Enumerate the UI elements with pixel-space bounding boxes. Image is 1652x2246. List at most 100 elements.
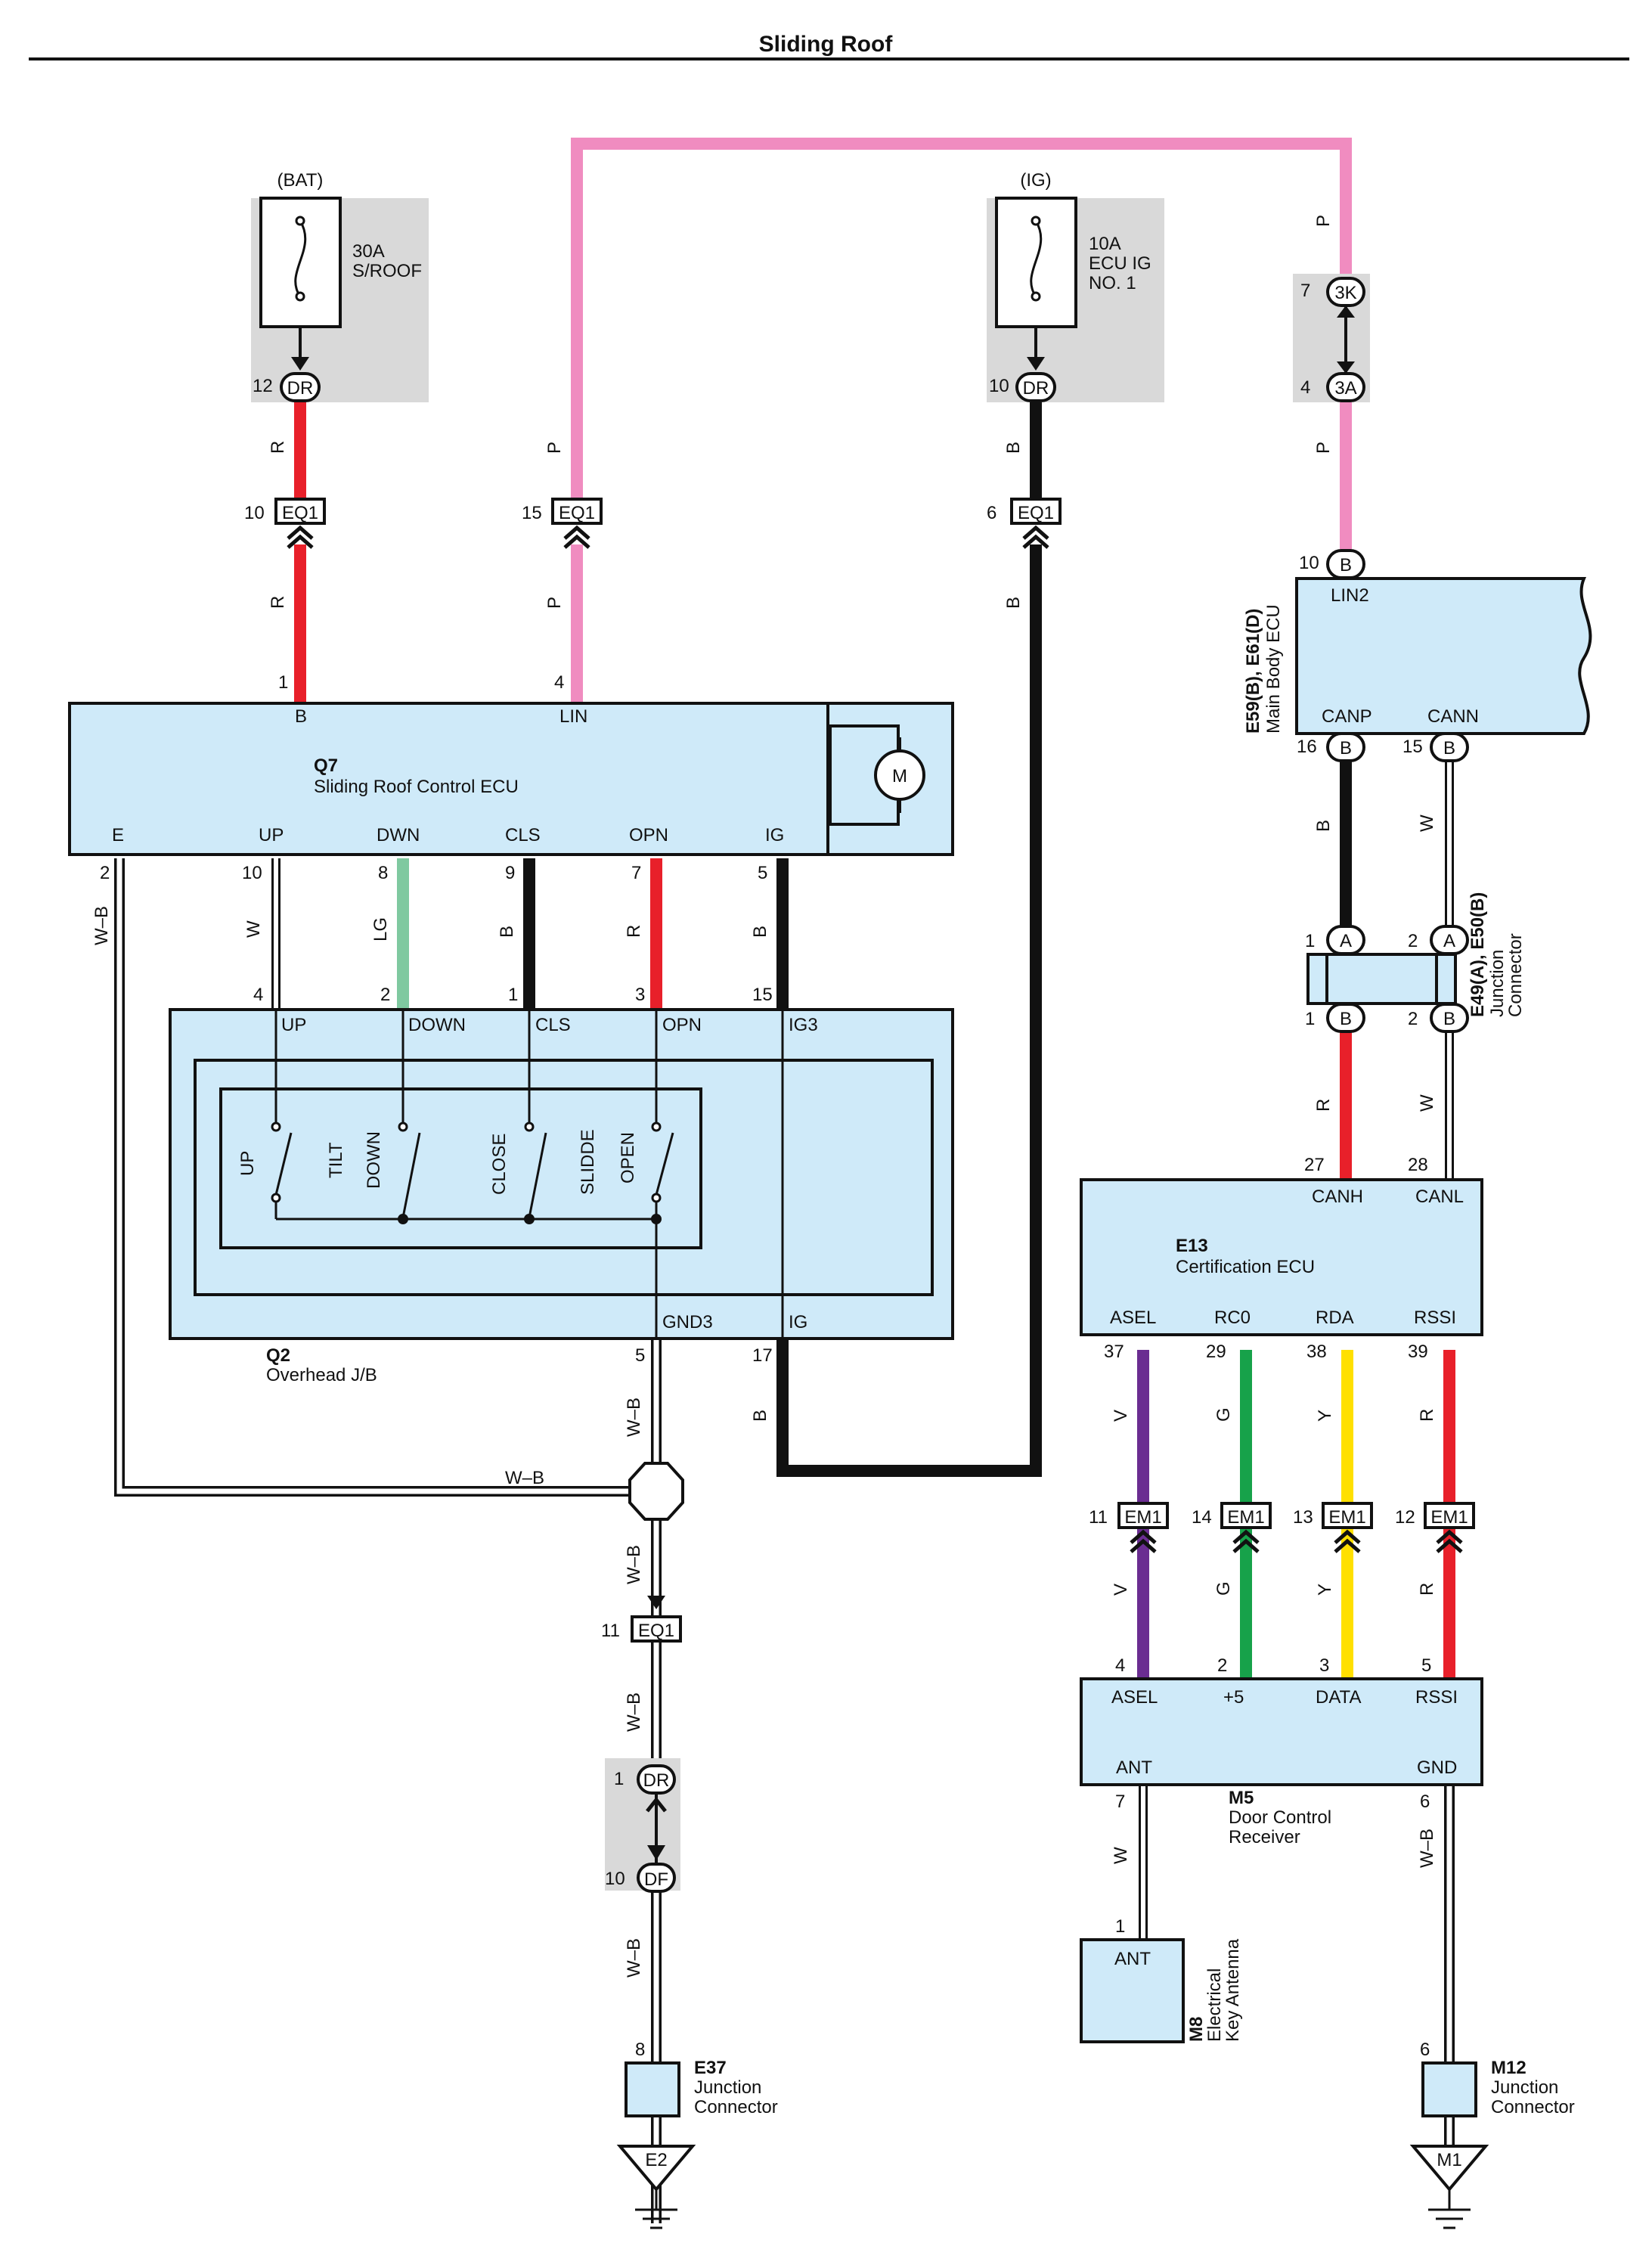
svg-text:RC0: RC0 [1214, 1308, 1251, 1328]
svg-text:UP: UP [259, 825, 284, 845]
q7-pin-numbers: 2 10 8 9 7 5 [100, 863, 767, 883]
svg-text:DOWN: DOWN [364, 1131, 384, 1189]
svg-text:CANL: CANL [1415, 1187, 1464, 1207]
svg-text:6: 6 [987, 503, 996, 523]
fuse-sroof: (BAT) 30A S/ROOF 12 DR [251, 170, 429, 402]
svg-text:4: 4 [554, 672, 564, 693]
svg-text:IG: IG [765, 825, 784, 845]
svg-text:P: P [1313, 215, 1334, 227]
svg-text:W–B: W–B [624, 1398, 644, 1437]
svg-text:R: R [268, 596, 288, 609]
svg-text:OPEN: OPEN [618, 1132, 638, 1183]
svg-text:B: B [1443, 1009, 1455, 1029]
svg-text:B: B [295, 706, 307, 727]
svg-text:SLIDDE: SLIDDE [578, 1129, 598, 1195]
svg-text:2: 2 [1217, 1655, 1227, 1676]
svg-text:W–B: W–B [624, 1692, 644, 1732]
svg-text:A: A [1340, 931, 1352, 951]
svg-text:B: B [1313, 820, 1334, 832]
svg-text:Key Antenna: Key Antenna [1223, 1938, 1243, 2042]
svg-text:38: 38 [1306, 1342, 1327, 1362]
svg-text:Receiver: Receiver [1229, 1827, 1300, 1847]
svg-text:G: G [1213, 1407, 1234, 1422]
svg-text:B: B [750, 926, 770, 938]
svg-text:11: 11 [601, 1621, 620, 1641]
svg-text:R: R [268, 441, 288, 454]
svg-text:13: 13 [1293, 1507, 1313, 1528]
svg-text:E: E [112, 825, 124, 845]
svg-text:1: 1 [1305, 931, 1315, 951]
e37-id: E37 [694, 2058, 727, 2078]
svg-text:DWN: DWN [377, 825, 420, 845]
svg-text:W: W [1417, 1094, 1437, 1112]
svg-text:5: 5 [635, 1345, 645, 1366]
fuse-ig-conn: DR [1023, 378, 1049, 399]
svg-text:10: 10 [1299, 553, 1319, 573]
main-body-ecu: 10 B LIN2 CANP CANN B B 16 15 E59(B), E6… [1243, 549, 1592, 762]
e13-certification-ecu: 27 28 CANH CANL E13 Certification ECU AS… [1080, 1155, 1483, 1362]
q7-id: Q7 [314, 755, 338, 776]
fuse-sroof-source: (BAT) [277, 170, 324, 191]
wire-wb-e-core [116, 858, 635, 1494]
svg-text:TILT: TILT [326, 1142, 346, 1178]
svg-text:OPN: OPN [629, 825, 668, 845]
svg-text:P: P [544, 442, 565, 454]
svg-text:EM1: EM1 [1430, 1507, 1468, 1528]
svg-text:Door Control: Door Control [1229, 1807, 1331, 1828]
svg-text:6: 6 [1420, 1792, 1430, 1812]
connector-dr-df: 1 DR 10 DF [605, 1758, 680, 1893]
svg-text:7: 7 [1115, 1792, 1125, 1812]
svg-text:2: 2 [1408, 931, 1418, 951]
svg-text:Electrical: Electrical [1204, 1968, 1225, 2042]
svg-text:11: 11 [1089, 1507, 1108, 1528]
svg-text:V: V [1111, 1410, 1131, 1422]
svg-text:Junction: Junction [1491, 2077, 1558, 2098]
svg-text:B: B [497, 926, 517, 938]
svg-text:B: B [1003, 442, 1024, 454]
conn-3a-pin: 4 [1300, 377, 1310, 398]
conn-3a-label: 3A [1334, 378, 1356, 399]
svg-text:RDA: RDA [1316, 1308, 1354, 1328]
wire-labels-m5: W W–B [1111, 1829, 1437, 1868]
svg-text:Y: Y [1315, 1584, 1335, 1596]
svg-text:R: R [1313, 1099, 1334, 1112]
svg-text:2: 2 [380, 985, 390, 1005]
svg-text:Connector: Connector [1491, 2097, 1575, 2117]
fuse-ig-name: ECU IG [1089, 253, 1151, 274]
svg-text:UP: UP [281, 1015, 306, 1035]
svg-text:GND: GND [1417, 1757, 1457, 1778]
fuse-ig-source: (IG) [1020, 170, 1051, 191]
svg-text:28: 28 [1408, 1155, 1428, 1175]
svg-text:DATA: DATA [1316, 1687, 1361, 1708]
svg-text:W: W [1417, 814, 1437, 832]
m8-key-antenna: 1 ANT M8 Electrical Key Antenna [1080, 1916, 1243, 2043]
svg-text:B: B [1003, 597, 1024, 609]
svg-text:10: 10 [242, 863, 262, 883]
svg-text:W: W [1111, 1847, 1131, 1864]
wire-p-lin [571, 138, 1352, 514]
svg-text:1: 1 [278, 672, 288, 693]
fuse-sroof-name: S/ROOF [352, 261, 422, 281]
svg-text:5: 5 [758, 863, 767, 883]
fuse-ig-name2: NO. 1 [1089, 273, 1136, 293]
svg-text:W–B: W–B [624, 1938, 644, 1978]
splice-point [628, 1462, 684, 1609]
conn-3k-pin: 7 [1300, 281, 1310, 301]
svg-text:B: B [1443, 738, 1455, 758]
svg-text:RSSI: RSSI [1415, 1687, 1458, 1708]
svg-text:EQ1: EQ1 [638, 1621, 674, 1641]
svg-text:ASEL: ASEL [1111, 1687, 1158, 1708]
svg-text:1: 1 [1305, 1009, 1315, 1029]
conn-3k-label: 3K [1334, 283, 1356, 303]
svg-text:LG: LG [370, 917, 391, 942]
svg-text:39: 39 [1408, 1342, 1428, 1362]
svg-text:+5: +5 [1223, 1687, 1244, 1708]
svg-text:EQ1: EQ1 [1018, 503, 1054, 523]
svg-text:2: 2 [1408, 1009, 1418, 1029]
svg-text:CANP: CANP [1322, 706, 1372, 727]
page-title: Sliding Roof [759, 32, 894, 57]
svg-text:G: G [1213, 1581, 1234, 1596]
fuse-ecu-ig: (IG) 10A ECU IG NO. 1 10 DR [987, 170, 1164, 402]
svg-text:UP: UP [237, 1151, 258, 1176]
svg-text:8: 8 [378, 863, 388, 883]
